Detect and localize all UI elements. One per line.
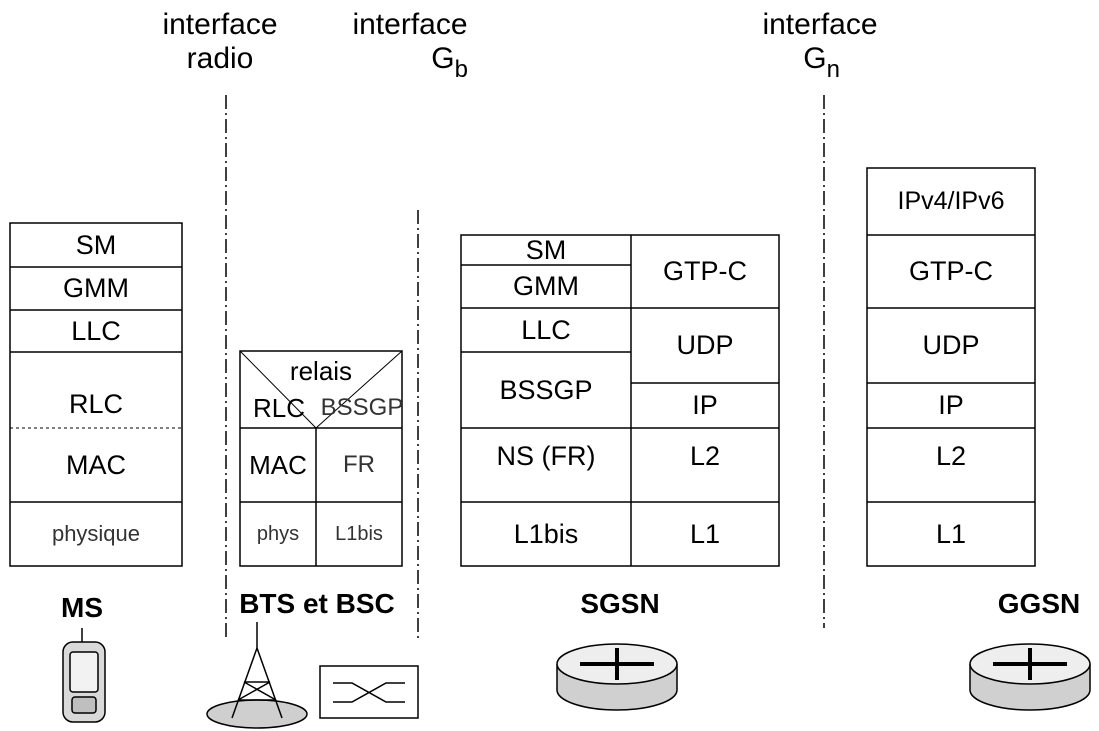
interface-radio-line2: radio [186,42,254,75]
bts-layer-rlc: RLC [252,392,305,423]
node-label-sgsn: SGSN [580,588,660,619]
ggsn-layer-ip: IP [938,390,964,420]
sgsn-layer-ip: IP [692,390,718,420]
interface-radio-line1: interface [162,8,278,41]
interface-gn-line1: interface [762,8,878,41]
sgsn-layer-gmm: GMM [513,271,579,301]
ggsn-layer-l2: L2 [935,440,967,471]
ggsn-stack-frame [866,167,1036,567]
bts-layer-mac: MAC [249,449,307,480]
ggsn-layer-l1: L1 [935,518,967,549]
bts-stack-frame [239,350,403,567]
node-label-ms: MS [61,592,103,623]
sgsn-layer-bssgp: BSSGP [499,374,593,405]
antenna-tower-icon [206,622,308,729]
interface-gn-subscript: n [826,56,840,83]
sgsn-layer-sm: SM [525,234,567,265]
interface-gb-label: interface Gb [340,8,480,83]
node-label-ggsn: GGSN [997,588,1081,619]
ms-layer-rlc: RLC [68,388,123,419]
ggsn-layer-udp: UDP [922,330,980,360]
sgsn-layer-l1: L1 [689,518,721,549]
switch-box-icon [319,665,419,719]
bts-layer-fr: FR [343,451,375,478]
sgsn-layer-l1bis: L1bis [513,518,579,549]
bts-layer-l1bis: L1bis [335,522,383,545]
interface-gb-letter: G [431,42,455,75]
sgsn-layer-l2: L2 [689,440,721,471]
bts-layer-bssgp: BSSGP [320,394,404,421]
ms-layer-sm: SM [75,229,117,260]
sgsn-layer-ns-fr: NS (FR) [496,440,596,471]
ms-layer-mac: MAC [66,449,126,480]
bts-layer-phys: phys [256,522,300,545]
router-icon-ggsn [969,643,1091,711]
node-label-bts-bsc: BTS et BSC [239,588,395,619]
interface-gb-subscript: b [454,56,468,83]
ggsn-layer-ipv4-ipv6: IPv4/IPv6 [897,187,1005,215]
sgsn-stack-frame [460,234,780,567]
interface-gb-line1: interface [352,8,468,41]
sgsn-layer-udp: UDP [676,330,734,360]
interface-gn-letter: G [803,42,827,75]
sgsn-layer-gtpc: GTP-C [663,256,747,286]
sgsn-layer-llc: LLC [521,314,571,345]
ms-stack-frame [9,222,183,567]
interface-gn-label: interface Gn [750,8,890,83]
ggsn-layer-gtpc: GTP-C [909,256,993,286]
ms-layer-llc: LLC [71,315,121,346]
ms-layer-physique: physique [51,521,141,546]
interface-radio-label: interface radio [150,8,290,76]
ms-layer-gmm: GMM [63,273,129,303]
bts-layer-relais: relais [289,355,353,386]
mobile-phone-icon [62,628,106,723]
router-icon-sgsn [556,643,678,711]
